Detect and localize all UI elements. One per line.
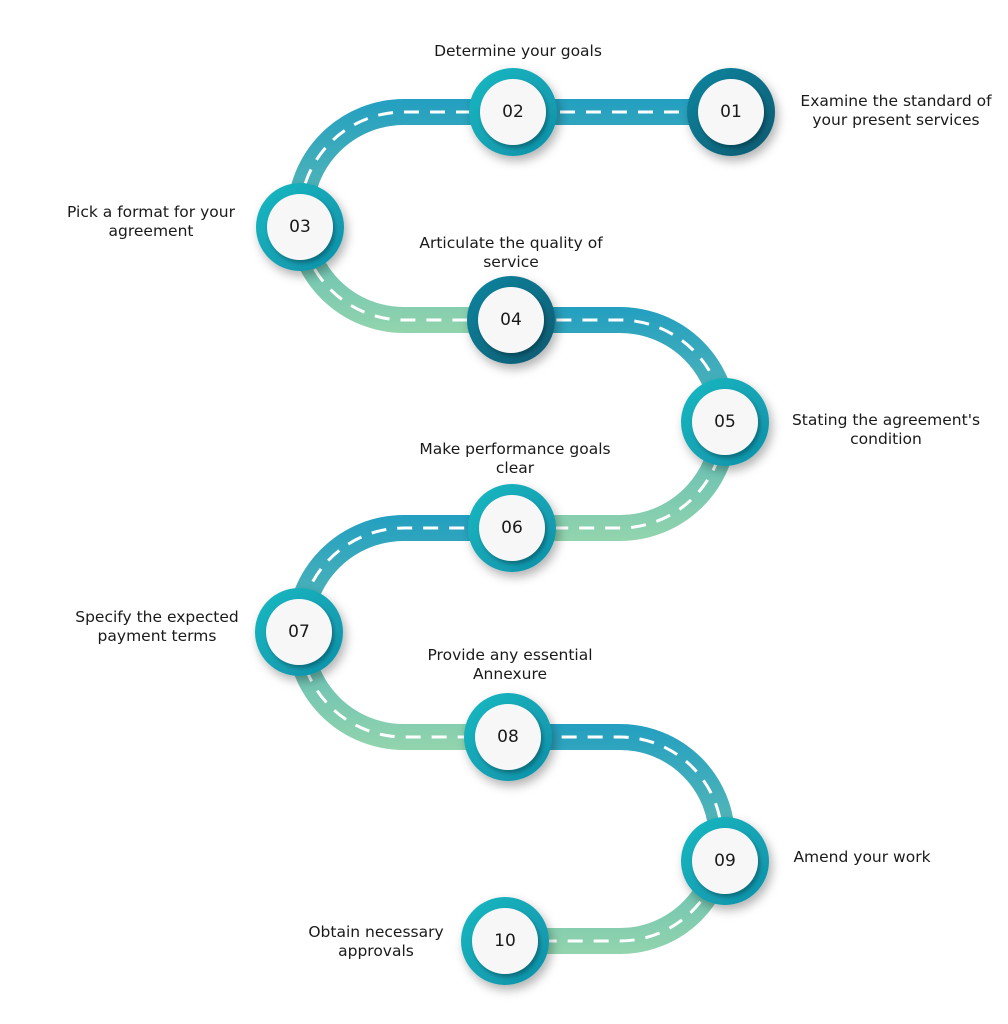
step-node-03: 03 bbox=[256, 183, 344, 271]
step-label-line: Examine the standard of bbox=[800, 92, 992, 110]
step-label-line: Make performance goals bbox=[419, 440, 611, 458]
step-label-02: Determine your goals bbox=[434, 42, 602, 61]
step-disc bbox=[267, 194, 333, 260]
step-number: 07 bbox=[288, 622, 310, 642]
step-number: 04 bbox=[500, 310, 522, 330]
step-disc bbox=[479, 495, 545, 561]
step-disc bbox=[478, 287, 544, 353]
step-label-line: your present services bbox=[812, 111, 980, 129]
step-node-08: 08 bbox=[464, 693, 552, 781]
step-number: 01 bbox=[720, 102, 742, 122]
step-label-line: clear bbox=[495, 459, 535, 477]
step-label-line: approvals bbox=[338, 942, 414, 960]
step-label-line: condition bbox=[850, 430, 922, 448]
step-number: 10 bbox=[494, 931, 516, 951]
step-label-line: Pick a format for your bbox=[67, 203, 235, 221]
step-node-09: 09 bbox=[681, 817, 769, 905]
step-number: 06 bbox=[501, 518, 523, 538]
step-label-line: Amend your work bbox=[793, 848, 931, 866]
step-node-10: 10 bbox=[461, 897, 549, 985]
step-number: 03 bbox=[289, 217, 311, 237]
step-node-02: 02 bbox=[469, 68, 557, 156]
step-label-line: Stating the agreement's bbox=[791, 411, 981, 429]
step-label-line: Articulate the quality of bbox=[419, 234, 603, 252]
step-disc bbox=[698, 79, 764, 145]
step-label-line: service bbox=[483, 253, 539, 271]
step-label-line: Annexure bbox=[472, 665, 548, 683]
step-number: 09 bbox=[714, 851, 736, 871]
step-disc bbox=[266, 599, 332, 665]
step-disc bbox=[692, 828, 758, 894]
step-label-09: Amend your work bbox=[793, 848, 930, 867]
step-node-05: 05 bbox=[681, 378, 769, 466]
step-node-01: 01 bbox=[687, 68, 775, 156]
step-node-07: 07 bbox=[255, 588, 343, 676]
step-number: 02 bbox=[502, 102, 524, 122]
step-disc bbox=[472, 908, 538, 974]
step-disc bbox=[475, 704, 541, 770]
step-label-line: Obtain necessary bbox=[308, 923, 444, 941]
step-disc bbox=[692, 389, 758, 455]
step-node-06: 06 bbox=[468, 484, 556, 572]
step-label-line: Specify the expected bbox=[75, 608, 239, 626]
step-number: 08 bbox=[497, 727, 519, 747]
step-label-line: Determine your goals bbox=[434, 42, 602, 60]
step-label-line: payment terms bbox=[97, 627, 217, 645]
step-disc bbox=[480, 79, 546, 145]
step-label-line: Provide any essential bbox=[427, 646, 593, 664]
step-node-04: 04 bbox=[467, 276, 555, 364]
step-label-line: agreement bbox=[108, 222, 194, 240]
step-number: 05 bbox=[714, 412, 736, 432]
